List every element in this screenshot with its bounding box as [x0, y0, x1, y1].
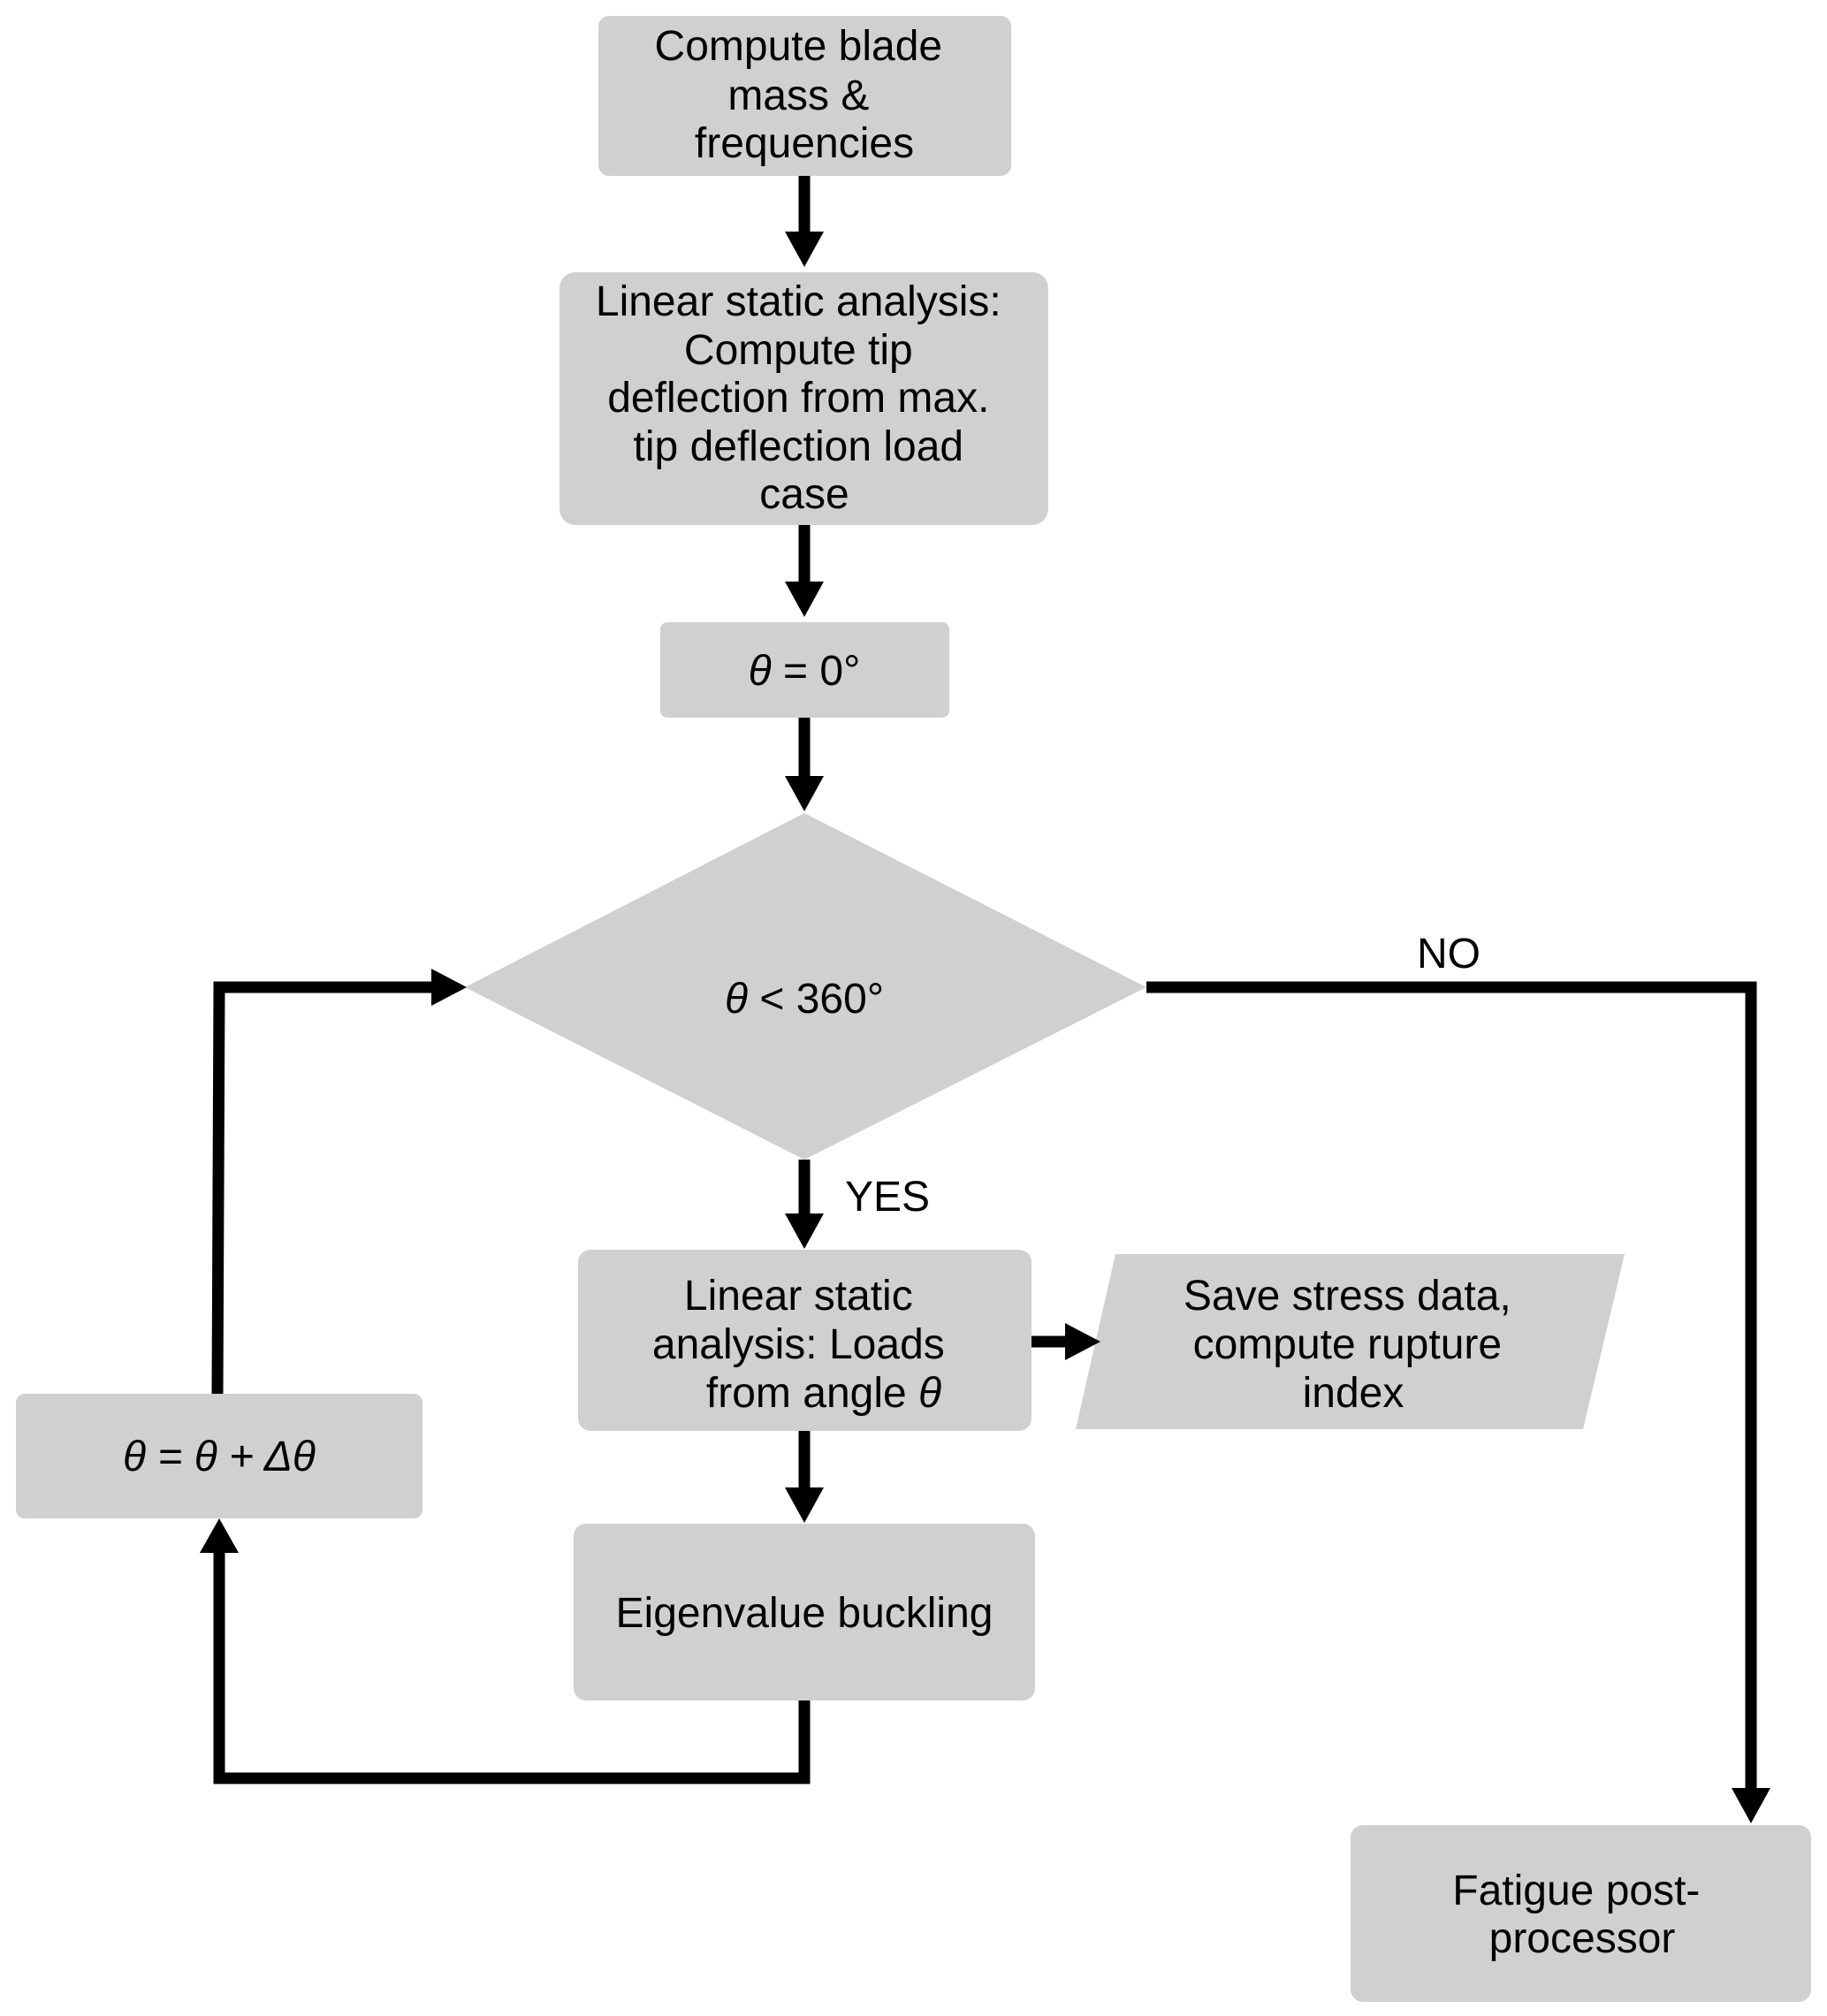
- connectors: [200, 176, 1770, 1823]
- theta-symbol: θ: [918, 1370, 941, 1417]
- arrow-no-head: [1732, 1788, 1770, 1823]
- theta-init-text: = 0°: [772, 648, 861, 695]
- arrow-buckling-to-increment-shaft: [213, 1551, 811, 1784]
- static-tip-label: Linear static analysis: Compute tip defl…: [596, 278, 1013, 518]
- static-tip-line-2: Compute tip: [684, 327, 913, 374]
- compute-mass-line-3: frequencies: [695, 120, 914, 167]
- compute-mass-label: Compute blade mass & frequencies: [655, 23, 955, 167]
- fatigue-label: Fatigue post- processor: [1452, 1868, 1712, 1962]
- save-stress-line-2: compute rupture: [1193, 1321, 1503, 1368]
- arrow-loads-to-save-head: [1065, 1323, 1100, 1360]
- save-stress-label: Save stress data, compute rupture index: [1184, 1273, 1523, 1417]
- static-loads-line-1: Linear static: [684, 1273, 913, 1320]
- decision-diamond: [465, 813, 1146, 1160]
- fatigue-box: [1351, 1825, 1811, 2002]
- static-loads-box: [578, 1250, 1031, 1431]
- arrow-init-to-decision-head: [785, 776, 824, 811]
- decision-text: < 360°: [748, 976, 884, 1023]
- theta-init-box: [660, 622, 949, 718]
- save-stress-parallelogram: [1076, 1254, 1625, 1429]
- fatigue-line-2: processor: [1489, 1915, 1676, 1962]
- theta-symbol: θ: [749, 648, 772, 695]
- static-tip-line-3: deflection from max.: [607, 375, 989, 422]
- static-tip-box: [560, 272, 1048, 525]
- arrow-tip-to-init-head: [785, 582, 824, 617]
- static-tip-line-4: tip deflection load: [634, 423, 964, 470]
- arrow-mass-to-tip-head: [785, 232, 824, 267]
- arrow-loads-to-buckling-head: [785, 1487, 824, 1523]
- increment-label: θ = θ + Δθ: [123, 1434, 316, 1480]
- static-loads-line-3: from angle: [706, 1370, 918, 1417]
- buckling-label: Eigenvalue buckling: [616, 1590, 993, 1637]
- save-stress-line-1: Save stress data,: [1184, 1273, 1511, 1320]
- compute-mass-box: [598, 16, 1011, 176]
- decision-label: θ < 360°: [725, 976, 884, 1023]
- arrow-loop-to-decision-head: [431, 969, 467, 1006]
- theta-symbol: θ: [725, 976, 748, 1023]
- arrow-no-shaft: [1146, 981, 1757, 1790]
- buckling-box: [574, 1524, 1035, 1700]
- static-loads-label: Linear static analysis: Loads from angle…: [652, 1273, 956, 1417]
- arrow-buckling-to-increment-head: [200, 1518, 239, 1553]
- yes-edge-label: YES: [845, 1174, 930, 1221]
- increment-box: [16, 1394, 422, 1518]
- fatigue-line-1: Fatigue post-: [1452, 1868, 1700, 1914]
- static-tip-line-1: Linear static analysis:: [596, 278, 1001, 325]
- static-loads-line-2: analysis: Loads: [652, 1321, 945, 1368]
- save-stress-line-3: index: [1303, 1370, 1405, 1417]
- static-tip-line-5: case: [759, 471, 849, 518]
- arrow-yes-head: [785, 1213, 824, 1249]
- arrow-loop-to-decision-shaft: [211, 981, 433, 1395]
- compute-mass-line-2: mass &: [727, 72, 869, 119]
- no-edge-label: NO: [1417, 931, 1481, 978]
- theta-init-label: θ = 0°: [749, 648, 861, 695]
- compute-mass-line-1: Compute blade: [655, 23, 943, 70]
